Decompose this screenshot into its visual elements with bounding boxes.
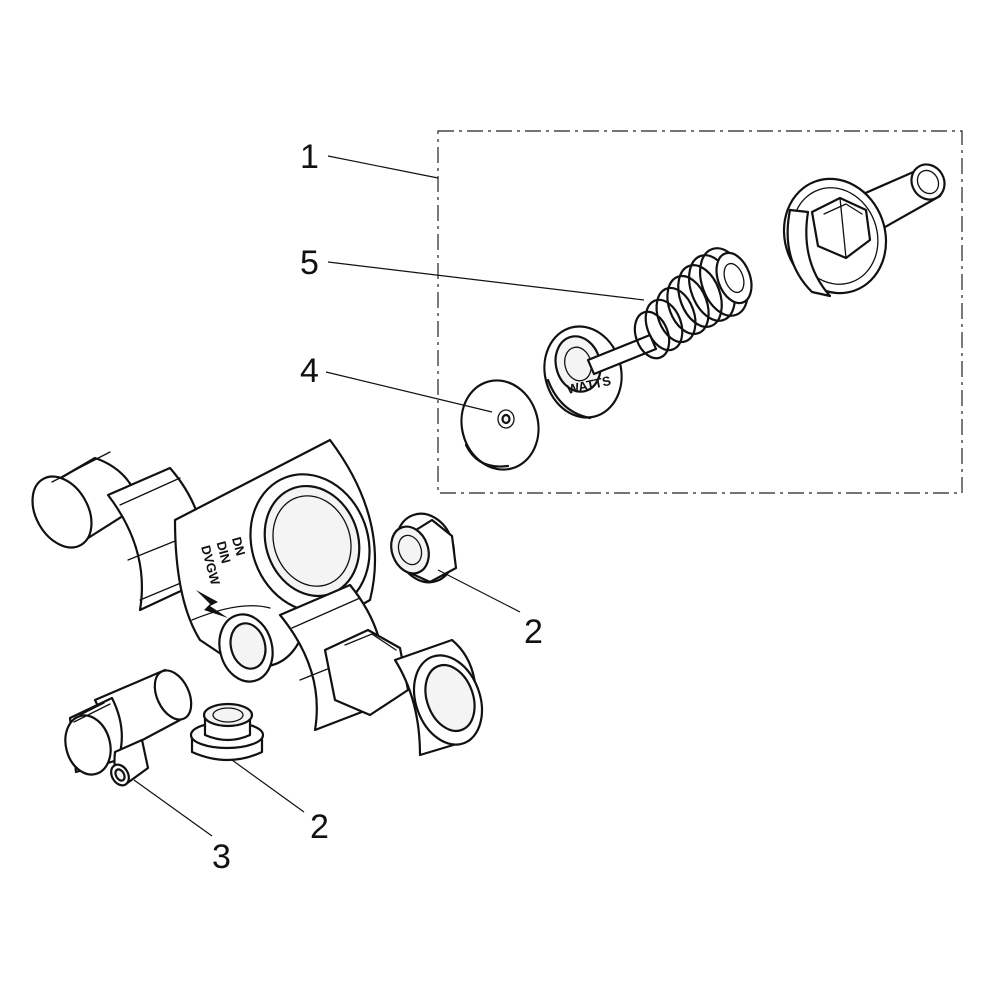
spring-with-poppet: WATTS <box>543 247 753 420</box>
leader-5 <box>327 261 645 301</box>
drain-valve <box>64 668 193 787</box>
washer-disc <box>460 379 540 471</box>
callout-3: 3 <box>212 838 231 876</box>
leader-3 <box>133 779 213 837</box>
callout-1: 1 <box>300 138 319 176</box>
callout-4: 4 <box>300 352 319 390</box>
leader-2a <box>437 569 521 613</box>
spring-coils <box>633 247 753 360</box>
plug-upper <box>390 512 458 584</box>
leader-1 <box>327 155 439 179</box>
subassembly-boundary <box>437 130 963 494</box>
leader-lines <box>133 155 645 837</box>
knurling <box>73 702 111 723</box>
plug-lower <box>189 702 265 762</box>
flow-arrow <box>196 590 228 618</box>
marking-line-1: DN <box>229 535 248 557</box>
callout-5: 5 <box>300 244 319 282</box>
bonnet-with-stem <box>782 163 946 298</box>
callouts: 1 5 4 2 2 3 <box>212 138 543 876</box>
callout-2-upper: 2 <box>524 613 543 651</box>
leader-4 <box>325 371 493 413</box>
leader-2b <box>231 759 305 813</box>
marking-line-2: DIN <box>214 539 234 565</box>
callout-2-lower: 2 <box>310 808 329 846</box>
valve-body: DN DIN DVGW <box>31 438 484 757</box>
